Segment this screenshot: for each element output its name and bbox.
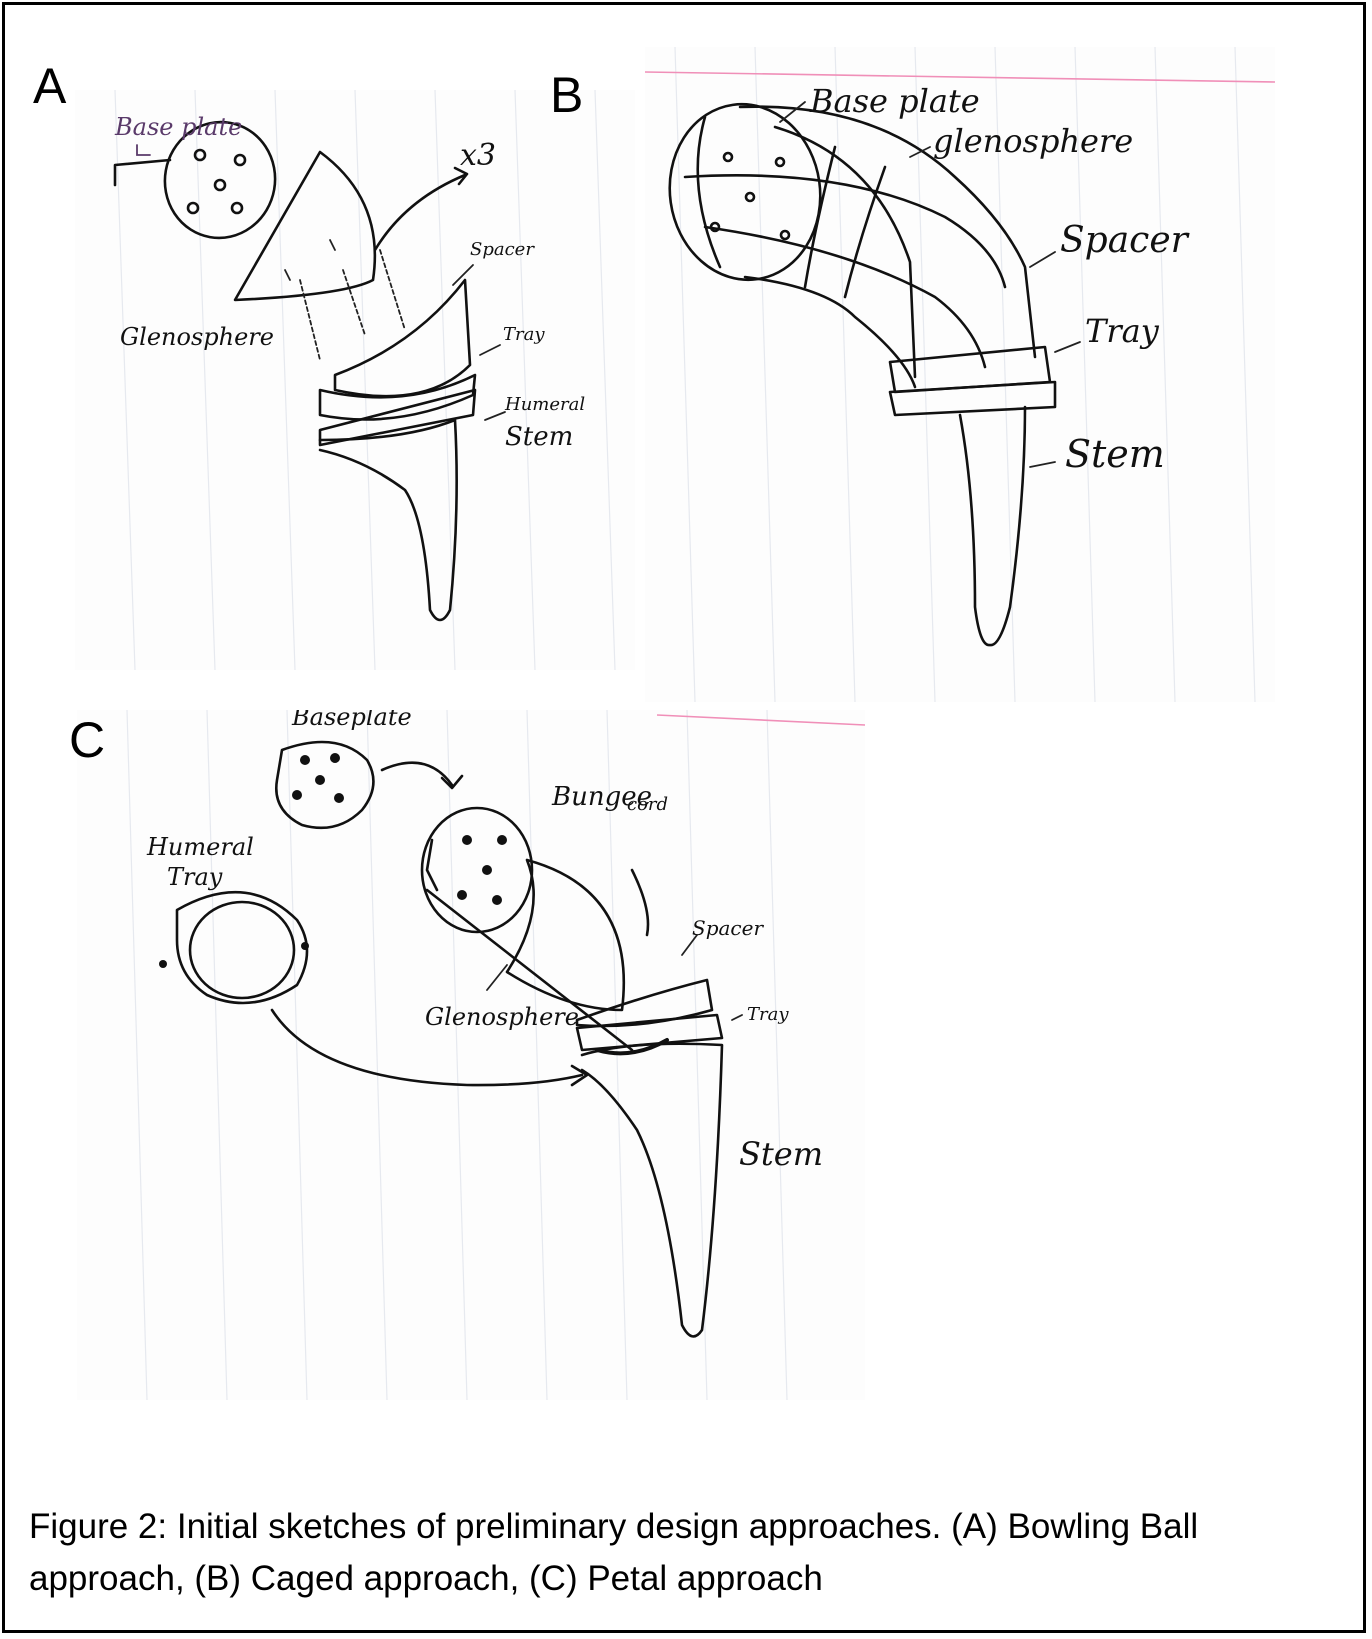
label-baseplate: Baseplate <box>291 710 412 731</box>
label-spacer: Spacer <box>470 239 535 260</box>
humeral-component-drawing <box>427 890 722 1336</box>
glenosphere-drawing <box>235 152 375 300</box>
panel-letter-c: C <box>69 715 105 765</box>
label-humeral-tray: Tray <box>167 863 223 891</box>
sketch-b-drawing: Base plate glenosphere Spacer Tray Stem <box>645 47 1275 702</box>
tray-stem-drawing <box>890 347 1055 645</box>
sketch-panel-c: Baseplate Bungee cord Humeral Tray Space… <box>77 710 865 1400</box>
label-tray: Tray <box>747 1004 789 1025</box>
caption-line-1: Figure 2: Initial sketches of preliminar… <box>29 1501 1349 1553</box>
label-stem: Stem <box>1065 432 1165 476</box>
panel-letter-b: B <box>550 70 583 120</box>
label-glenosphere: Glenosphere <box>120 323 274 351</box>
sketch-c-drawing: Baseplate Bungee cord Humeral Tray Space… <box>77 710 865 1400</box>
sketch-a-drawing: Base plate x3 Glenosphere Spacer Tray Hu… <box>75 90 635 670</box>
label-baseplate: Base plate <box>114 113 242 141</box>
label-baseplate: Base plate <box>809 82 980 120</box>
label-tray: Tray <box>1085 312 1160 350</box>
label-humeral: Humeral <box>504 394 585 415</box>
label-tray: Tray <box>503 324 545 345</box>
label-stem: Stem <box>739 1135 823 1173</box>
figure-caption: Figure 2: Initial sketches of preliminar… <box>29 1501 1349 1605</box>
panel-letter-a: A <box>33 61 66 111</box>
sketch-panel-b: Base plate glenosphere Spacer Tray Stem <box>645 47 1275 702</box>
label-cord: cord <box>627 794 668 815</box>
leader-lines <box>453 265 505 420</box>
caption-line-2: approach, (B) Caged approach, (C) Petal … <box>29 1553 1349 1605</box>
label-spacer: Spacer <box>1060 220 1190 261</box>
label-humeral: Humeral <box>146 833 254 861</box>
label-glenosphere: Glenosphere <box>425 1003 579 1031</box>
label-x3: x3 <box>460 138 496 173</box>
label-glenosphere: glenosphere <box>933 122 1133 160</box>
sketch-panel-a: Base plate x3 Glenosphere Spacer Tray Hu… <box>75 90 635 670</box>
label-stem: Stem <box>505 422 573 452</box>
ruled-lines <box>127 710 865 1400</box>
connection-pins <box>300 168 467 360</box>
label-spacer: Spacer <box>692 916 764 940</box>
ruled-lines <box>115 90 615 670</box>
